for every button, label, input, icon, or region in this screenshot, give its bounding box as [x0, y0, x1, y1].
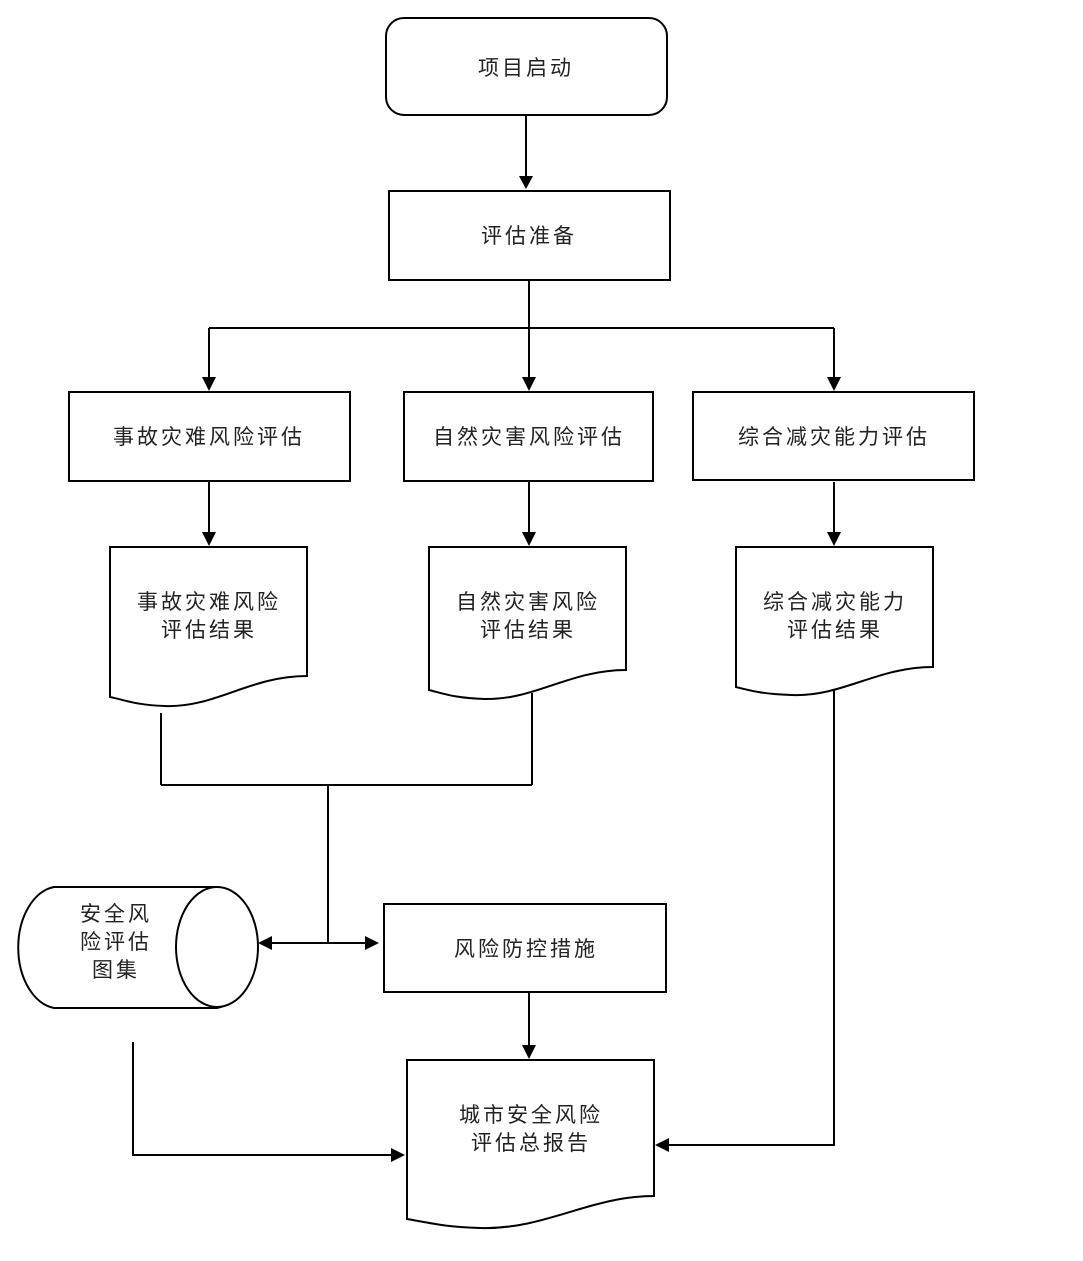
arrowhead-icon — [391, 1148, 405, 1162]
arrowhead-icon — [522, 532, 536, 546]
process-shape — [68, 391, 351, 482]
arrowhead-icon — [522, 377, 536, 391]
node-start[interactable]: 项目启动 — [385, 17, 668, 116]
node-label-line-2: 评估结果 — [787, 618, 883, 642]
document-shape — [109, 546, 308, 708]
connectors — [132, 115, 841, 1162]
node-label: 风险防控措施 — [454, 937, 598, 961]
terminator-shape — [385, 17, 668, 116]
node-label-line-2: 险评估 — [80, 930, 152, 954]
process-shape — [383, 903, 667, 993]
node-report[interactable]: 城市安全风险 评估总报告 — [406, 1059, 655, 1230]
node-atlas[interactable]: 安全风 险评估 图集 — [17, 886, 259, 1009]
edge-atlas-to-report — [132, 1042, 391, 1156]
node-label-line-1: 自然灾害风险 — [456, 590, 600, 614]
edge-mitigation-result-to-report — [669, 688, 835, 1146]
arrowhead-icon — [365, 936, 379, 950]
cylinder-end-shape — [175, 886, 259, 1008]
node-label: 评估准备 — [481, 224, 577, 248]
node-label-line-1: 城市安全风险 — [459, 1103, 603, 1127]
document-shape — [406, 1059, 655, 1230]
node-label-line-2: 评估总报告 — [471, 1131, 591, 1155]
node-mitigation-eval[interactable]: 综合减灾能力评估 — [692, 391, 975, 481]
node-label-line-1: 综合减灾能力 — [763, 590, 907, 614]
node-label: 综合减灾能力评估 — [738, 425, 930, 449]
arrowhead-icon — [202, 377, 216, 391]
arrowhead-icon — [655, 1138, 669, 1152]
node-prep[interactable]: 评估准备 — [388, 190, 671, 281]
node-label-line-3: 图集 — [92, 958, 140, 982]
arrowhead-icon — [522, 1045, 536, 1059]
node-label-line-2: 评估结果 — [161, 618, 257, 642]
node-label-line-1: 事故灾难风险 — [137, 590, 281, 614]
process-shape — [388, 190, 671, 281]
node-accident-eval[interactable]: 事故灾难风险评估 — [68, 391, 351, 482]
document-shape — [428, 546, 627, 701]
process-shape — [403, 391, 654, 482]
node-mitigation-result[interactable]: 综合减灾能力 评估结果 — [735, 546, 934, 697]
arrowhead-icon — [827, 532, 841, 546]
process-shape — [692, 391, 975, 481]
node-accident-result[interactable]: 事故灾难风险 评估结果 — [109, 546, 308, 708]
node-label: 自然灾害风险评估 — [433, 425, 625, 449]
arrowhead-icon — [258, 936, 272, 950]
arrowhead-icon — [519, 176, 533, 189]
document-shape — [735, 546, 934, 697]
node-natural-eval[interactable]: 自然灾害风险评估 — [403, 391, 654, 482]
node-label: 事故灾难风险评估 — [113, 425, 305, 449]
arrowhead-icon — [827, 377, 841, 391]
node-label-line-1: 安全风 — [80, 902, 152, 926]
arrowhead-icon — [202, 532, 216, 546]
node-label: 项目启动 — [478, 56, 574, 80]
node-natural-result[interactable]: 自然灾害风险 评估结果 — [428, 546, 627, 701]
node-controls[interactable]: 风险防控措施 — [383, 903, 667, 993]
node-label-line-2: 评估结果 — [480, 618, 576, 642]
